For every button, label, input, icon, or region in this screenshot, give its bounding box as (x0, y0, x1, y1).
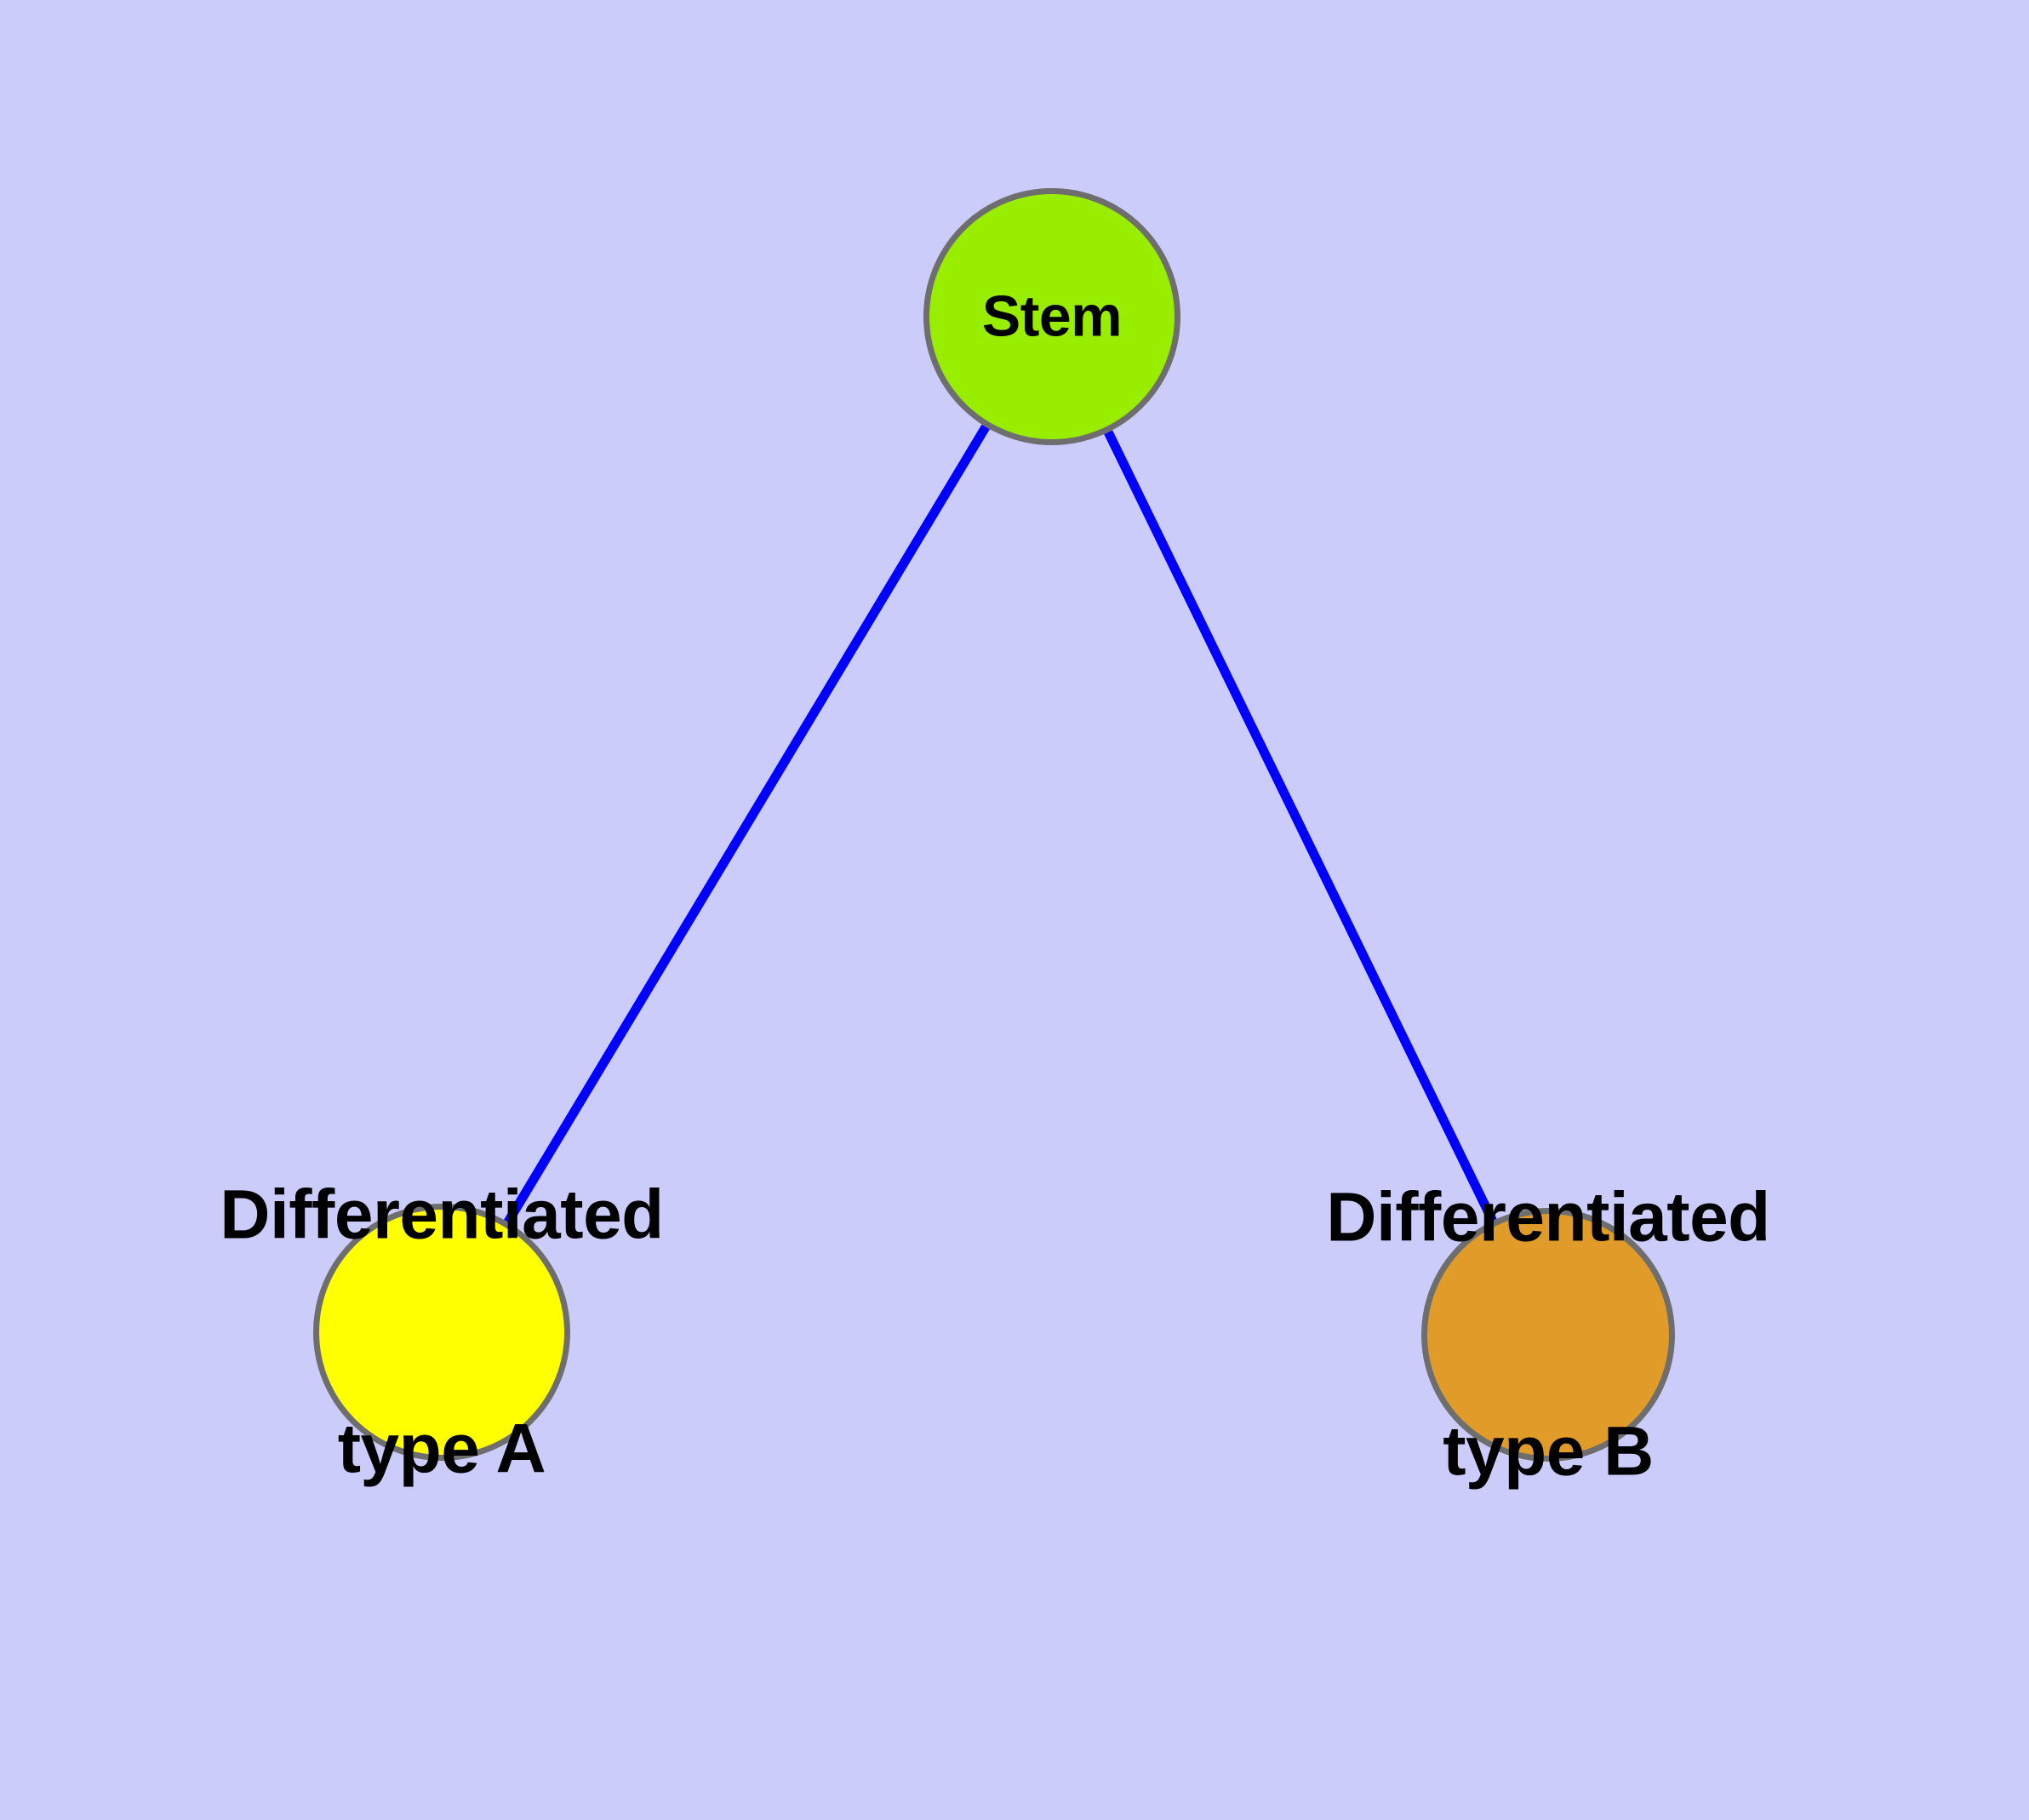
node-stem[interactable] (923, 188, 1180, 445)
edge-stem-to-differentiated-type-b (1104, 430, 1497, 1223)
node-differentiated-type-b[interactable] (1421, 1208, 1675, 1462)
node-differentiated-type-a[interactable] (313, 1204, 570, 1461)
edge-stem-to-differentiated-type-a (504, 424, 990, 1225)
